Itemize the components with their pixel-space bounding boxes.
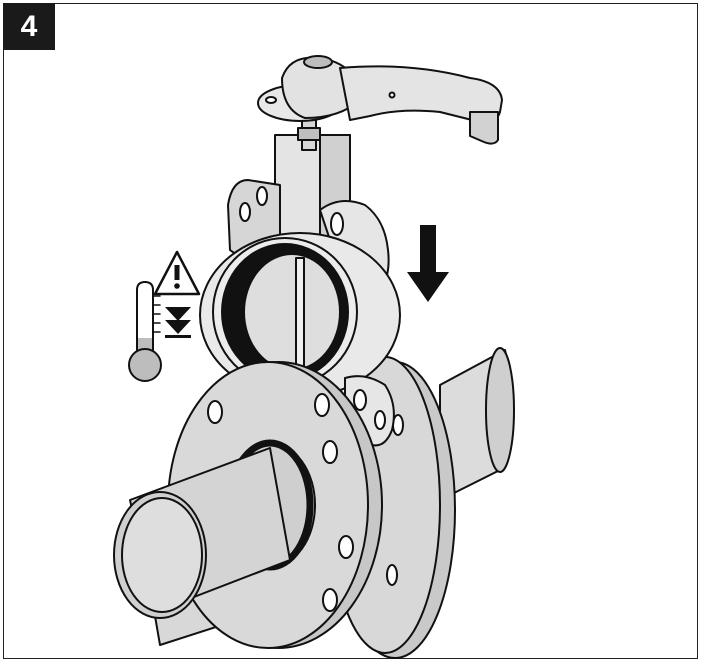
lug-bolt-hole xyxy=(239,202,251,222)
temperature-decrease-icon xyxy=(165,307,191,338)
index-plate-hole xyxy=(265,96,277,104)
lever-arm xyxy=(339,65,503,124)
thermometer-level xyxy=(137,338,153,350)
front-flange-assembly xyxy=(113,361,383,649)
stem-nut xyxy=(297,127,321,141)
thermometer-tube xyxy=(136,281,154,341)
lever-grip xyxy=(469,111,499,145)
front-pipe-opening xyxy=(121,497,203,613)
lug-bolt-hole xyxy=(256,186,268,206)
front-flange-bolt-hole xyxy=(322,588,338,612)
thermometer-icon xyxy=(128,281,162,382)
back-pipe-end xyxy=(485,347,515,473)
thermometer-scale xyxy=(152,295,161,333)
thermometer-bulb xyxy=(128,348,162,382)
lever-pivot xyxy=(303,55,333,69)
front-flange-bolt-hole xyxy=(207,400,223,424)
lug-bolt-hole xyxy=(353,389,367,411)
lug-bolt-hole xyxy=(330,212,344,236)
valve-disc xyxy=(295,257,305,367)
step-number-badge: 4 xyxy=(3,3,55,50)
lever-rivet xyxy=(388,91,396,99)
valve-handle xyxy=(257,55,503,151)
front-flange-bolt-hole xyxy=(322,440,338,464)
back-flange-bolt-hole xyxy=(386,564,398,586)
valve-body xyxy=(199,134,401,447)
lug-bolt-hole xyxy=(374,410,386,430)
front-flange-bolt-hole xyxy=(314,393,330,417)
warning-triangle-icon xyxy=(153,250,201,296)
down-arrow-icon xyxy=(407,225,449,302)
front-flange-bolt-hole xyxy=(338,535,354,559)
valve-liner-inner xyxy=(243,253,341,371)
